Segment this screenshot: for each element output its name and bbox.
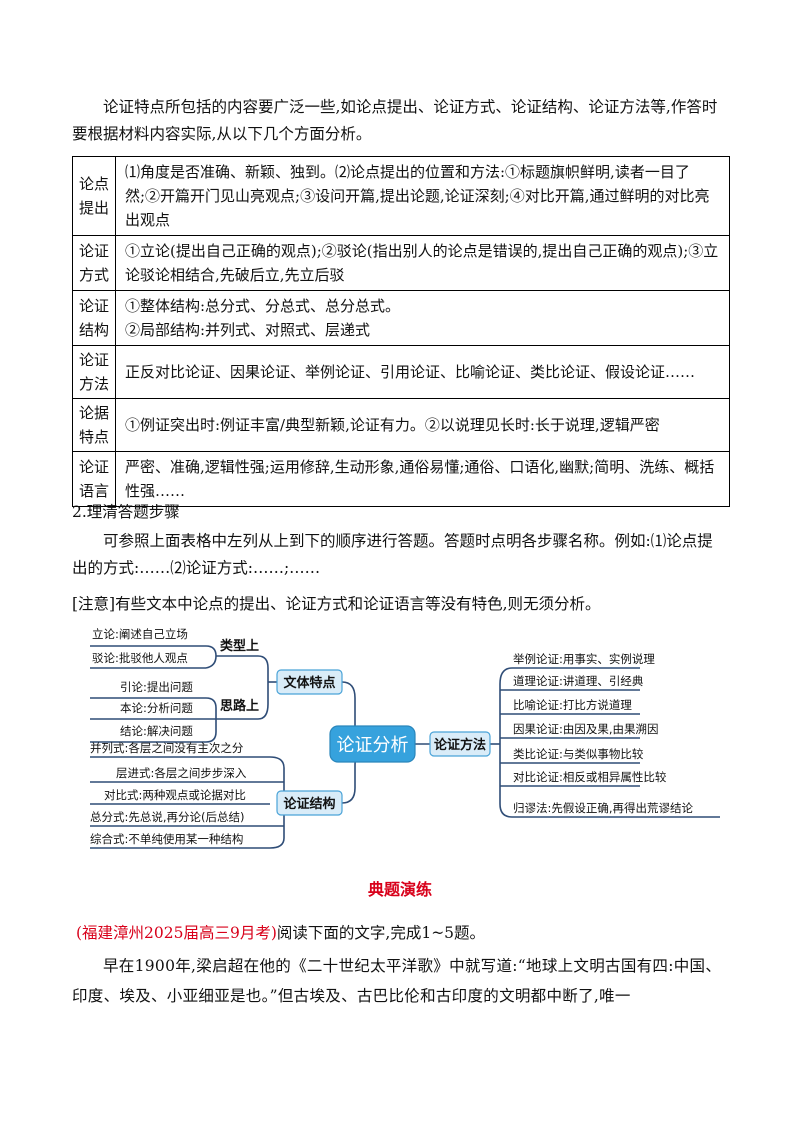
- note-paragraph: [注意]有些文本中论点的提出、论证方式和论证语言等没有特色,则无须分析。: [72, 595, 601, 613]
- row-label: 论点提出: [72, 156, 116, 236]
- structure-node: [276, 790, 343, 816]
- method-item: 对比论证:相反或相异属性比较: [513, 770, 667, 784]
- content-line: ②局部结构:并列式、对照式、层递式: [125, 321, 371, 339]
- content-line: ①整体结构:总分式、分总式、总分总式。: [125, 297, 401, 315]
- type-item: 立论:阐述自己立场: [92, 627, 188, 641]
- instruction-text: 阅读下面的文字,完成1~5题。: [276, 924, 486, 942]
- table-row: 论据特点 ①例证突出时:例证丰富/典型新颖,论证有力。②以说理见长时:长于说理,…: [72, 398, 730, 452]
- method-item: 比喻论证:打比方说道理: [513, 698, 632, 712]
- methods-node: [429, 731, 491, 757]
- features-node: [276, 669, 343, 695]
- step-heading: 2.理清答题步骤: [72, 503, 180, 521]
- source-note: (福建漳州2025届高三9月考): [76, 924, 277, 942]
- method-item: 举例论证:用事实、实例说理: [513, 652, 655, 666]
- method-item: 归谬法:先假设正确,再得出荒谬结论: [513, 801, 694, 815]
- thought-item: 结论:解决问题: [120, 724, 193, 738]
- center-node: [329, 725, 416, 763]
- thought-item: 引论:提出问题: [120, 680, 193, 694]
- thought-item: 本论:分析问题: [120, 701, 193, 715]
- row-content: ⑴角度是否准确、新颖、独到。⑵论点提出的位置和方法:①标题旗帜鲜明,读者一目了然…: [115, 156, 730, 236]
- row-label: 论证方法: [72, 345, 116, 399]
- table-row: 论证结构 ①整体结构:总分式、分总式、总分总式。 ②局部结构:并列式、对照式、层…: [72, 290, 730, 346]
- row-label: 论证方式: [72, 235, 116, 291]
- structure-item: 综合式:不单纯使用某一种结构: [90, 832, 243, 846]
- mindmap-diagram: 立论:阐述自己立场 驳论:批驳他人观点 类型上 引论:提出问题 本论:分析问题 …: [90, 627, 720, 849]
- type-label: 类型上: [220, 638, 259, 654]
- row-content: ①立论(提出自己正确的观点);②驳论(指出别人的论点是错误的,提出自己正确的观点…: [115, 235, 730, 291]
- method-item: 类比论证:与类似事物比较: [513, 747, 644, 761]
- row-content: ①整体结构:总分式、分总式、总分总式。 ②局部结构:并列式、对照式、层递式: [115, 290, 730, 346]
- instruction-paragraph: (福建漳州2025届高三9月考)阅读下面的文字,完成1~5题。: [76, 920, 732, 947]
- structure-label: 论证结构: [283, 796, 335, 812]
- structure-item: 并列式:各层之间没有主次之分: [90, 741, 244, 755]
- method-item: 道理论证:讲道理、引经典: [513, 674, 644, 688]
- structure-item: 对比式:两种观点或论据对比: [104, 788, 246, 802]
- center-label: 论证分析: [337, 735, 409, 756]
- type-item: 驳论:批驳他人观点: [92, 651, 188, 665]
- passage-paragraph: 早在1900年,梁启超在他的《二十世纪太平洋歌》中就写道:“地球上文明古国有四:…: [72, 957, 722, 1005]
- row-content: 严密、准确,逻辑性强;运用修辞,生动形象,通俗易懂;通俗、口语化,幽默;简明、洗…: [115, 451, 730, 507]
- features-label: 文体特点: [283, 675, 335, 691]
- row-label: 论证语言: [72, 451, 116, 507]
- thought-label: 思路上: [220, 698, 259, 714]
- row-label: 论证结构: [72, 290, 116, 346]
- structure-item: 总分式:先总说,再分论(后总结): [90, 810, 245, 824]
- methods-label: 论证方法: [434, 737, 486, 753]
- intro-paragraph: 论证特点所包括的内容要广泛一些,如论点提出、论证方式、论证结构、论证方法等,作答…: [72, 98, 718, 143]
- row-content: 正反对比论证、因果论证、举例论证、引用论证、比喻论证、类比论证、假设论证……: [115, 345, 730, 399]
- structure-item: 层进式:各层之间步步深入: [116, 766, 247, 780]
- row-content: ①例证突出时:例证丰富/典型新颖,论证有力。②以说理见长时:长于说理,逻辑严密: [115, 398, 730, 452]
- table-row: 论证方法 正反对比论证、因果论证、举例论证、引用论证、比喻论证、类比论证、假设论…: [72, 345, 730, 399]
- section-title: 典题演练: [367, 880, 432, 899]
- row-label: 论据特点: [72, 398, 116, 452]
- table-row: 论点提出 ⑴角度是否准确、新颖、独到。⑵论点提出的位置和方法:①标题旗帜鲜明,读…: [72, 156, 730, 236]
- method-item: 因果论证:由因及果,由果溯因: [513, 722, 659, 736]
- table-row: 论证语言 严密、准确,逻辑性强;运用修辞,生动形象,通俗易懂;通俗、口语化,幽默…: [72, 451, 730, 507]
- argument-features-table: 论点提出 ⑴角度是否准确、新颖、独到。⑵论点提出的位置和方法:①标题旗帜鲜明,读…: [72, 156, 730, 507]
- table-row: 论证方式 ①立论(提出自己正确的观点);②驳论(指出别人的论点是错误的,提出自己…: [72, 235, 730, 291]
- step-paragraph: 可参照上面表格中左列从上到下的顺序进行答题。答题时点明各步骤名称。例如:⑴论点提…: [72, 532, 713, 577]
